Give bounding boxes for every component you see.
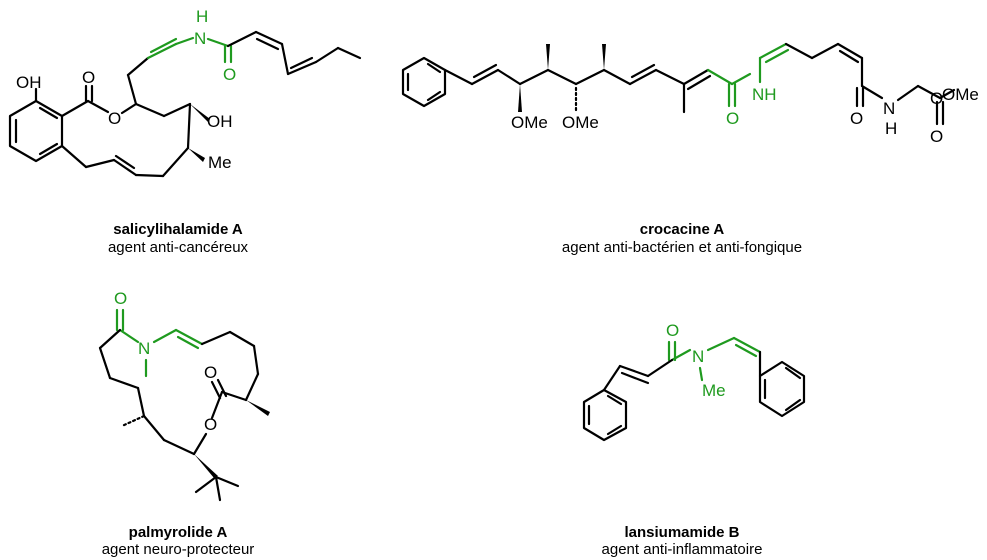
atom-ome-3: OMe [942,85,979,104]
atom-o-amide: O [223,65,236,84]
atom-oh-phenol: OH [16,73,42,92]
atom-h-2: H [885,119,897,138]
atom-o-ester: O [108,109,121,128]
atom-me: Me [702,381,726,400]
atom-ome-2: OMe [562,113,599,132]
atom-n: N [692,347,704,366]
caption-desc-salicylihalamide-a: agent anti-cancéreux [108,239,249,256]
caption-name-lansiumamide-b: lansiumamide B [624,524,739,541]
atom-o-carbonyl: O [204,363,217,382]
atom-oh: OH [207,112,233,131]
caption-name-crocacine-a: crocacine A [640,221,725,238]
atom-ome-1: OMe [511,113,548,132]
atom-n-2: N [883,99,895,118]
caption-desc-crocacine-a: agent anti-bactérien et anti-fongique [562,239,802,256]
atom-o-4: O [930,89,943,108]
atom-o: O [666,321,679,340]
atom-o-amide: O [114,289,127,308]
atom-n: N [138,339,150,358]
molecule-salicylihalamide-a: OH O O OH Me N H O [8,7,362,178]
caption-desc-lansiumamide-b: agent anti-inflammatoire [602,541,763,558]
caption-name-salicylihalamide-a: salicylihalamide A [113,221,243,238]
atom-nh-1: NH [752,85,777,104]
molecule-lansiumamide-b: O N Me [582,321,806,442]
atom-o-2: O [850,109,863,128]
molecule-crocacine-a: OMe OMe O NH O N H [401,42,979,146]
atom-o-1: O [726,109,739,128]
atom-o-carbonyl: O [82,68,95,87]
atom-o-ester: O [204,415,217,434]
atom-me: Me [208,153,232,172]
atom-nh: N [194,29,206,48]
caption-desc-palmyrolide-a: agent neuro-protecteur [102,541,255,558]
caption-name-palmyrolide-a: palmyrolide A [129,524,228,541]
atom-o-3: O [930,127,943,146]
atom-h: H [196,7,208,26]
molecule-palmyrolide-a: O N O O [98,289,270,502]
